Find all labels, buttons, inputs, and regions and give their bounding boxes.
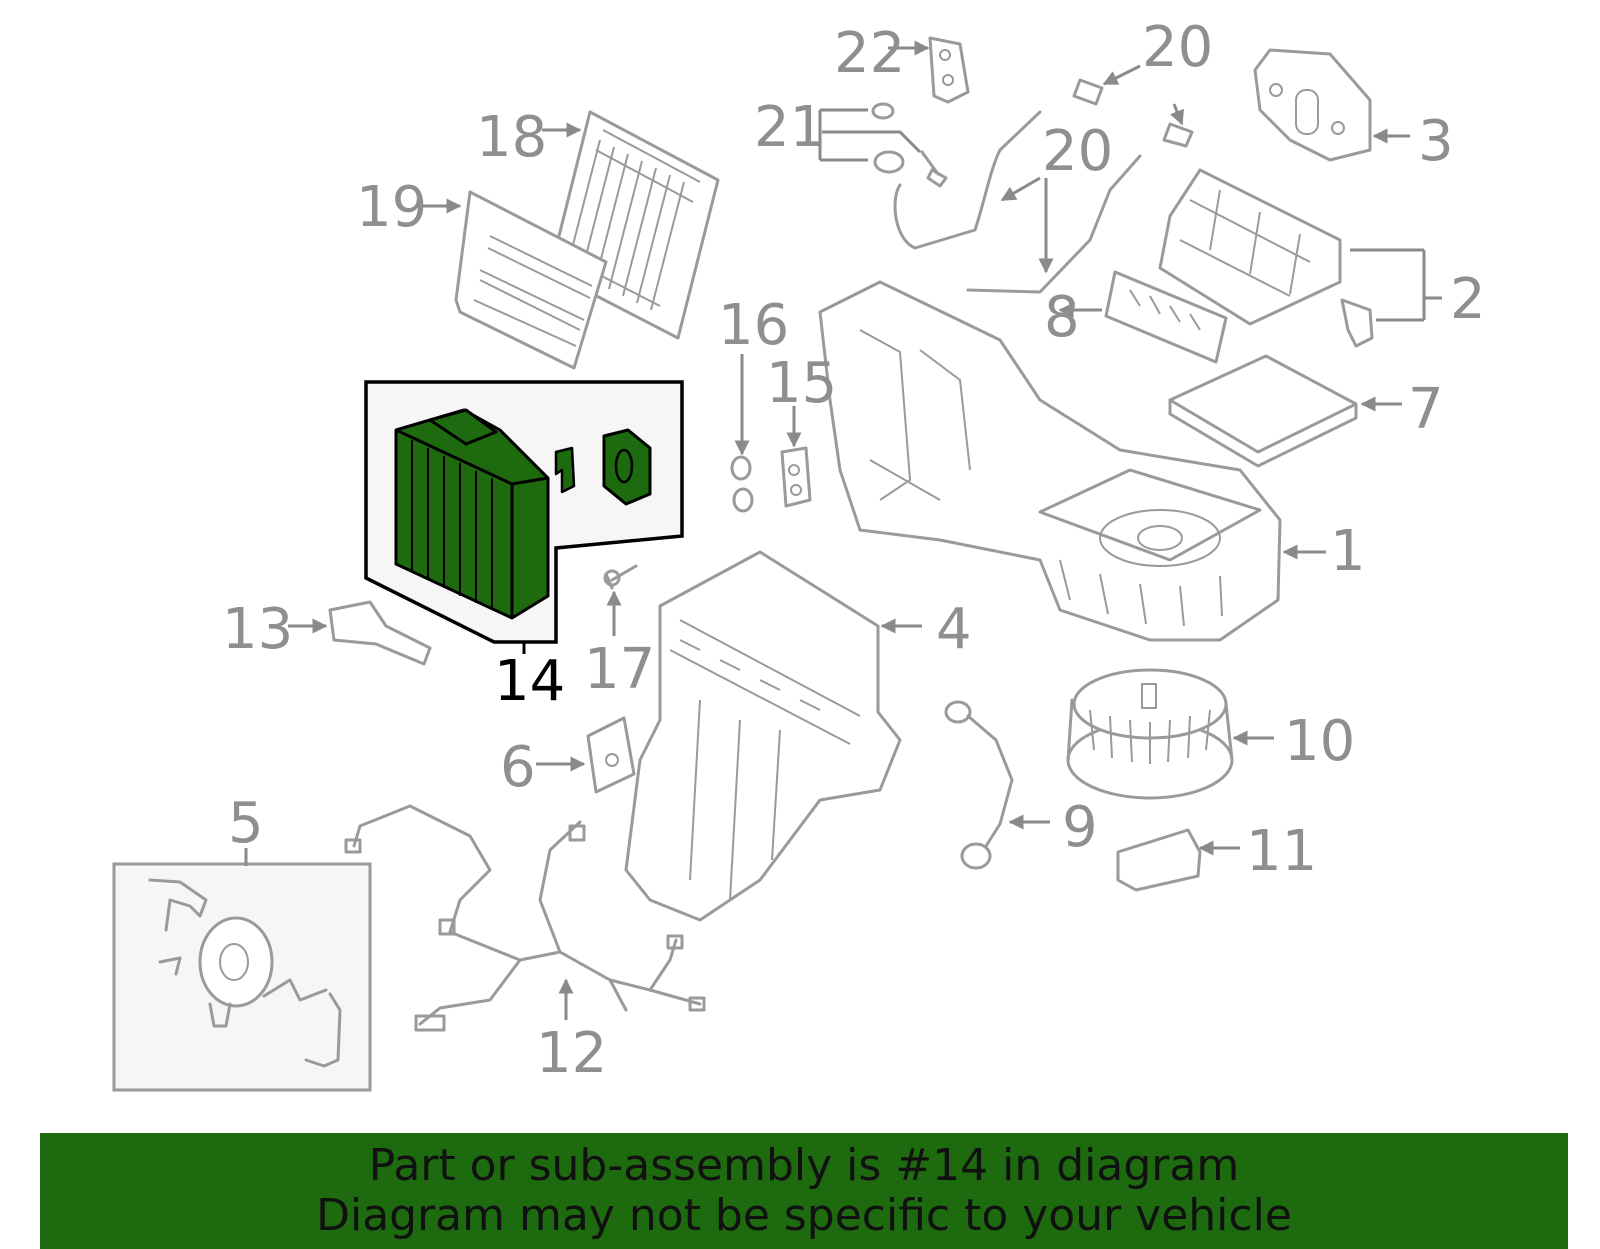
part-17-screw[interactable]	[603, 564, 638, 590]
callout-10: 10	[1284, 709, 1355, 774]
part-11-cover[interactable]	[1116, 828, 1202, 892]
callout-20-top: 20	[1142, 15, 1213, 80]
part-4-lower-case[interactable]	[624, 550, 902, 922]
info-banner: Part or sub-assembly is #14 in diagram D…	[40, 1133, 1568, 1249]
callout-17: 17	[584, 637, 655, 702]
callout-20-mid: 20	[1042, 119, 1113, 184]
callout-12: 12	[536, 1021, 607, 1086]
part-22-seal-plate[interactable]	[928, 36, 970, 104]
callout-8: 8	[1044, 285, 1080, 350]
callout-labels: 22 20 21 20 18 19 3 2 8 16 15 7 1 13 4 1…	[222, 15, 1486, 1086]
banner-line-1: Part or sub-assembly is #14 in diagram	[368, 1140, 1240, 1191]
callout-19: 19	[356, 175, 427, 240]
part-16-o-rings[interactable]	[730, 455, 754, 513]
banner-line-2: Diagram may not be specific to your vehi…	[316, 1190, 1292, 1241]
callout-21: 21	[754, 95, 825, 160]
part-20-lines[interactable]	[893, 78, 1194, 294]
part-5-box[interactable]	[112, 862, 372, 1092]
part-14-gasket	[602, 428, 652, 506]
part-9-hose[interactable]	[944, 700, 1014, 870]
leader-lines	[244, 40, 1442, 1020]
callout-13: 13	[222, 597, 293, 662]
callout-3: 3	[1418, 109, 1454, 174]
callout-5: 5	[228, 791, 264, 856]
part-6-actuator[interactable]	[586, 716, 636, 794]
part-19-frame[interactable]	[454, 190, 608, 370]
callout-22: 22	[834, 21, 905, 86]
part-3-gasket[interactable]	[1253, 48, 1372, 162]
callout-16: 16	[718, 293, 789, 358]
callout-1: 1	[1330, 519, 1366, 584]
part-14-evaporator	[394, 408, 550, 620]
part-1-upper-case[interactable]	[818, 280, 1282, 642]
part-13-sensor[interactable]	[328, 600, 432, 666]
callout-18: 18	[476, 105, 547, 170]
part-2-distribution-housing[interactable]	[1158, 168, 1374, 348]
part-10-blower-motor[interactable]	[1066, 668, 1234, 800]
callout-6: 6	[500, 735, 536, 800]
part-7-cabin-filter[interactable]	[1168, 354, 1358, 468]
callout-14: 14	[494, 649, 565, 714]
part-21-seals[interactable]	[871, 102, 948, 188]
callout-7: 7	[1408, 377, 1444, 442]
part-14-clip	[554, 446, 576, 494]
part-12-wiring-harness[interactable]	[344, 804, 706, 1032]
callout-9: 9	[1062, 795, 1098, 860]
callout-15: 15	[766, 351, 837, 416]
part-8-grille[interactable]	[1104, 270, 1228, 364]
callout-4: 4	[936, 597, 972, 662]
part-14-evaporator-box[interactable]	[364, 380, 684, 644]
part-15-expansion-valve[interactable]	[780, 446, 812, 508]
callout-11: 11	[1246, 819, 1317, 884]
callout-2: 2	[1450, 267, 1486, 332]
